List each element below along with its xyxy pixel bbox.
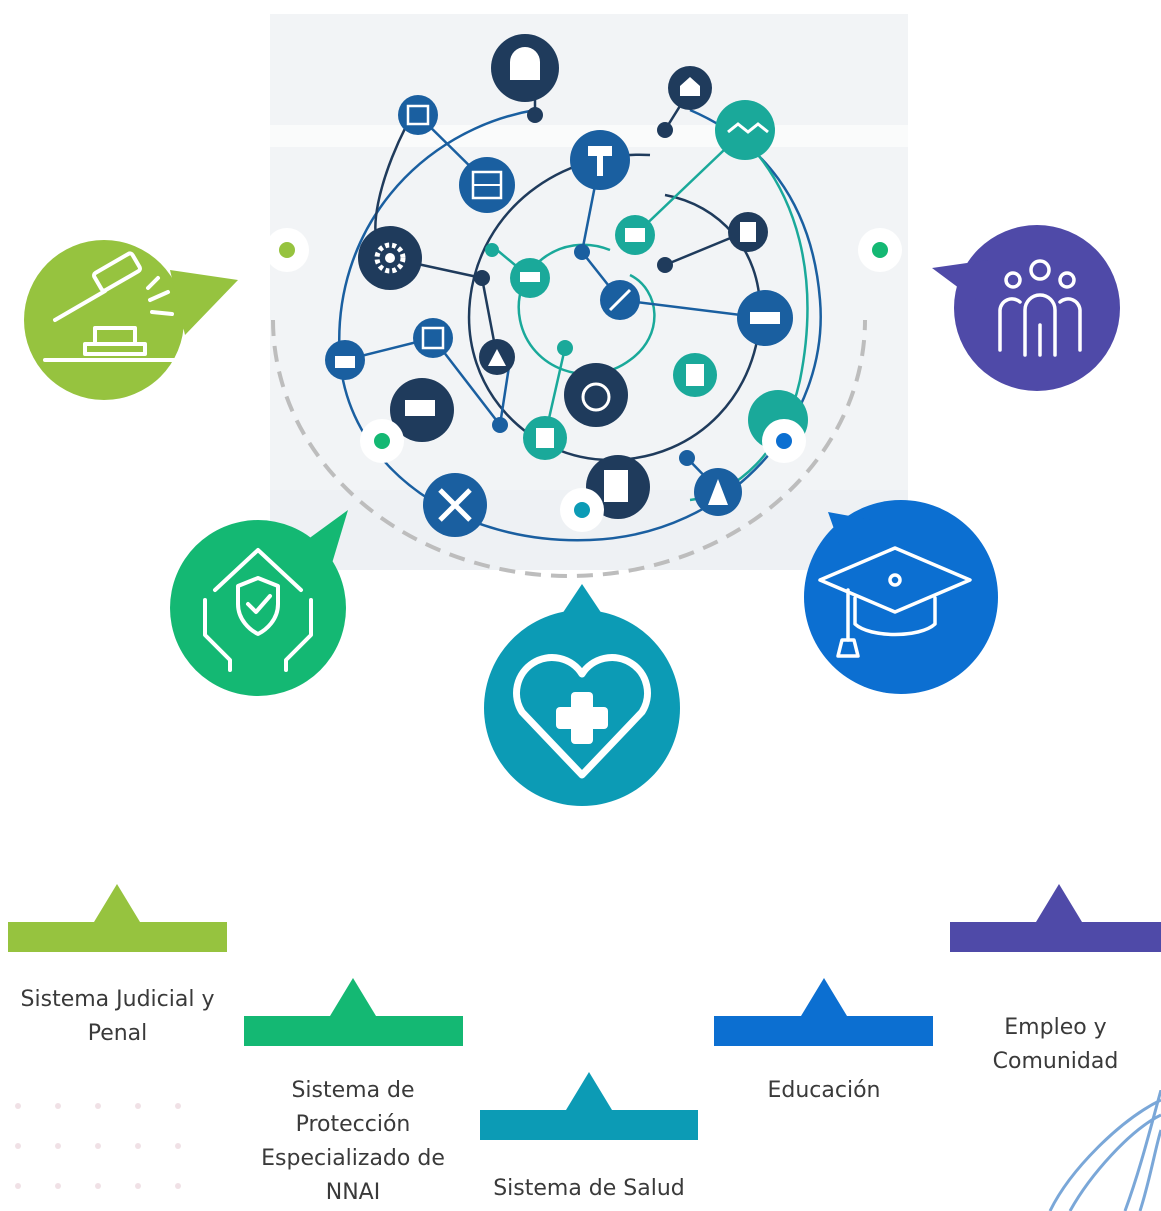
- label-empleo: Empleo y Comunidad: [992, 1015, 1119, 1074]
- ribbon-judicial: [8, 922, 227, 952]
- people-group-icon: [998, 259, 1082, 357]
- label-educacion: Educación: [767, 1078, 881, 1103]
- gavel-icon: [43, 251, 182, 362]
- ribbon-empleo-tip: [1036, 884, 1082, 922]
- ribbon-proteccion-bar: [244, 1016, 463, 1046]
- ribbon-empleo: [950, 922, 1161, 952]
- network-illustration: [24, 14, 1120, 806]
- bubble-judicial: [24, 240, 238, 400]
- bubble-empleo: [932, 225, 1120, 391]
- ribbon-salud-tip: [566, 1072, 612, 1110]
- ribbon-educacion: [714, 1016, 933, 1046]
- ribbon-proteccion-tip: [330, 978, 376, 1016]
- graduation-cap-icon: [818, 546, 972, 658]
- label-salud: Sistema de Salud: [493, 1176, 685, 1201]
- protected-house-hands-icon: [203, 548, 313, 672]
- label-judicial: Sistema Judicial y Penal: [20, 987, 215, 1046]
- decorative-swirl-lines: [1048, 1090, 1161, 1211]
- ribbon-salud: [480, 1110, 698, 1140]
- bubble-educacion: [804, 500, 998, 694]
- ribbon-judicial-tip: [94, 884, 140, 922]
- ribbon-educacion-tip: [801, 978, 847, 1016]
- bubble-proteccion: [170, 510, 348, 696]
- bubble-salud: [484, 584, 680, 806]
- label-proteccion: Sistema de Protección Especializado de N…: [261, 1078, 445, 1205]
- heart-plus-icon: [512, 654, 652, 779]
